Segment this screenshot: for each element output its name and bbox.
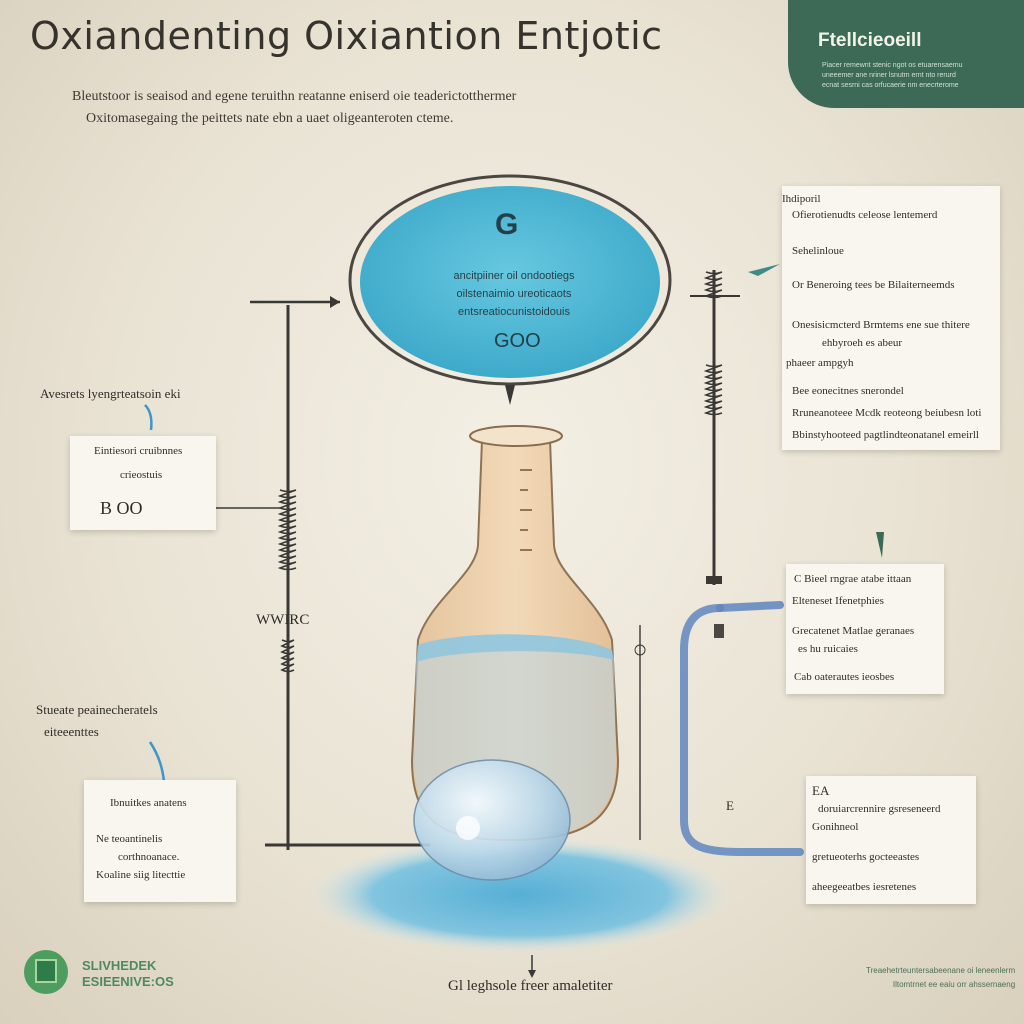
subtitle-line-1: Bleutstoor is seaisod and egene teruithn… [72,89,517,104]
badge-line-2: uneeemer ane nriner lsnutm ernt nto reru… [822,72,956,79]
left-label-top: Avesrets lyengrteatsoin eki [40,386,181,401]
badge-title: Ftellcieoeill [818,30,922,51]
page-title: Oxiandenting Oixiantion Entjotic [30,14,663,58]
page-subtitle: Bleutstoor is seaisod and egene teruithn… [72,86,692,130]
subtitle-line-2: Oxitomasegaing the peittets nate ebn a u… [86,111,454,126]
glass-label: G [495,208,519,241]
diagram-caption: Gl leghsole freer amaletiter [448,978,613,994]
right-note-2: C Bieel rngrae atabe ittaan Elteneset If… [786,564,944,694]
brand-badge: Ftellcieoeill Piacer remewnt stenic ngot… [788,0,1024,108]
left-label-bottom-1: Stueate peainecheratels [36,702,158,717]
liquid-puddle [310,837,730,953]
bubble [413,759,571,881]
glass-dish [348,174,672,386]
left-note-2: Ibnuitkes anatens Ne teoantinelis corthn… [84,780,236,902]
right-note-1: Ihdiporil Ofierotienudts celeose lenteme… [782,186,1000,450]
glass-line-1: ancitpiiner oil ondootiegs [453,270,575,282]
glass-formula: GOO [494,330,541,352]
right-note-3: EA doruiarcrennire gsreseneerd Gonihneol… [806,776,976,904]
footer-logo-text: SLIVHEDEK ESIEENIVE:OS [82,958,174,989]
left-note-1: Eintiesori cruibnnes crieostuis B OO [70,436,216,530]
logo-icon [24,950,68,994]
footer-credits: Treaehetrteuntersabeenane oi leneenlerm … [866,966,1016,989]
right-label-small: E [726,798,734,813]
left-spring [277,489,297,673]
badge-line-1: Piacer remewnt stenic ngot os etuarensae… [822,62,963,69]
glass-line-3: entsreatiocunistoidouis [458,306,570,318]
glass-line-2: oilstenaimio ureoticaots [456,288,572,300]
left-label-mid: WWIRC [256,612,310,628]
left-label-bottom-2: eiteeenttes [44,724,99,739]
delivery-tube [680,604,804,856]
badge-line-3: ecnat sesrni cas orfucaerie nm enecrtero… [822,82,959,89]
